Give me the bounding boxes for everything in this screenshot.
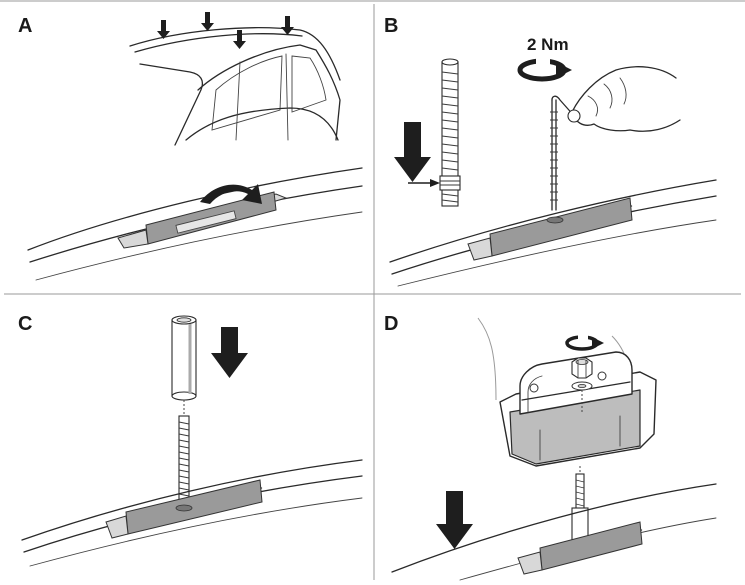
bolt-loose [439, 58, 461, 207]
panel-a: A [18, 12, 363, 281]
down-arrow-icon [201, 12, 214, 31]
roof-arrows [157, 12, 294, 49]
down-arrow-icon [233, 30, 246, 49]
down-arrow-large-icon [394, 122, 431, 182]
hand-hex-key [550, 66, 681, 211]
panel-c: C [18, 313, 363, 567]
down-arrow-icon [281, 16, 294, 35]
slot-plate [105, 479, 263, 539]
torque-label: 2 Nm [527, 35, 569, 54]
slot-plate [467, 197, 633, 261]
threaded-stud [178, 415, 190, 509]
panel-letter-a: A [18, 15, 32, 37]
panel-letter-d: D [384, 313, 398, 335]
panel-letter-b: B [384, 15, 398, 37]
down-arrow-large-icon [436, 491, 473, 549]
car-illustration [129, 27, 341, 146]
pointer-arrow-icon [408, 179, 440, 187]
rotate-clockwise-icon [517, 58, 572, 82]
washer [571, 381, 593, 391]
rotate-clockwise-icon [565, 335, 604, 351]
panel-d: D [384, 313, 717, 581]
foot-leg-outline [477, 317, 497, 401]
spacer-tube [171, 315, 197, 401]
panel-letter-c: C [18, 313, 32, 335]
hex-nut [571, 357, 593, 379]
flip-arrow-icon [200, 184, 262, 204]
slot-plate [517, 521, 643, 575]
down-arrow-icon [157, 20, 170, 39]
slot-cover-plate [117, 191, 288, 249]
down-arrow-large-icon [211, 327, 248, 378]
panel-b: B 2 Nm [384, 15, 717, 287]
stud-with-spacer [571, 473, 589, 545]
